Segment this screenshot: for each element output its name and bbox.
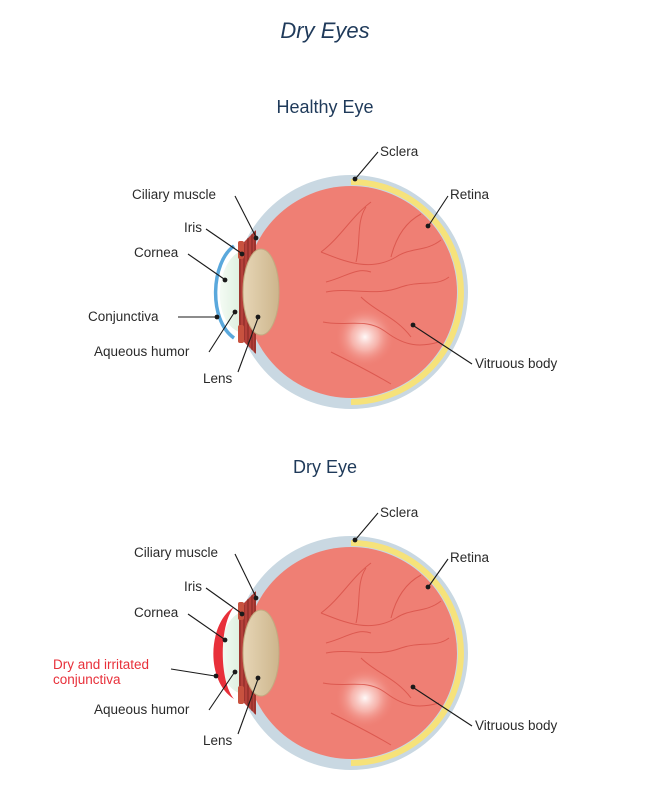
label-retina-dry: Retina bbox=[450, 550, 490, 565]
label-ciliary-muscle-dry: Ciliary muscle bbox=[134, 545, 218, 560]
label-lens-dry: Lens bbox=[203, 733, 233, 748]
label-iris-dry: Iris bbox=[184, 579, 202, 594]
label-cornea-dry: Cornea bbox=[134, 605, 179, 620]
label-retina: Retina bbox=[450, 187, 490, 202]
label-sclera-dry: Sclera bbox=[380, 505, 419, 520]
healthy-eye-title: Healthy Eye bbox=[276, 97, 374, 117]
label-dry-conjunctiva-line2: conjunctiva bbox=[53, 672, 121, 687]
label-aqueous-humor: Aqueous humor bbox=[94, 344, 190, 359]
label-vitreous-body: Vitruous body bbox=[475, 356, 558, 371]
dry-conjunctiva-shape bbox=[213, 607, 234, 699]
label-ciliary-muscle: Ciliary muscle bbox=[132, 187, 216, 202]
page-title: Dry Eyes bbox=[280, 18, 370, 43]
dry-eye-labels: Sclera Ciliary muscle Retina Iris Cornea… bbox=[53, 505, 558, 748]
label-conjunctiva: Conjunctiva bbox=[88, 309, 159, 324]
dry-eye-title: Dry Eye bbox=[292, 457, 357, 477]
label-sclera: Sclera bbox=[380, 144, 419, 159]
label-aqueous-humor-dry: Aqueous humor bbox=[94, 702, 190, 717]
healthy-conjunctiva-shape bbox=[213, 244, 236, 340]
label-lens: Lens bbox=[203, 371, 233, 386]
label-cornea: Cornea bbox=[134, 245, 179, 260]
label-iris: Iris bbox=[184, 220, 202, 235]
label-vitreous-body-dry: Vitruous body bbox=[475, 718, 558, 733]
label-dry-conjunctiva-line1: Dry and irritated bbox=[53, 657, 149, 672]
healthy-eye-labels: Sclera Ciliary muscle Retina Iris Cornea… bbox=[88, 144, 558, 386]
